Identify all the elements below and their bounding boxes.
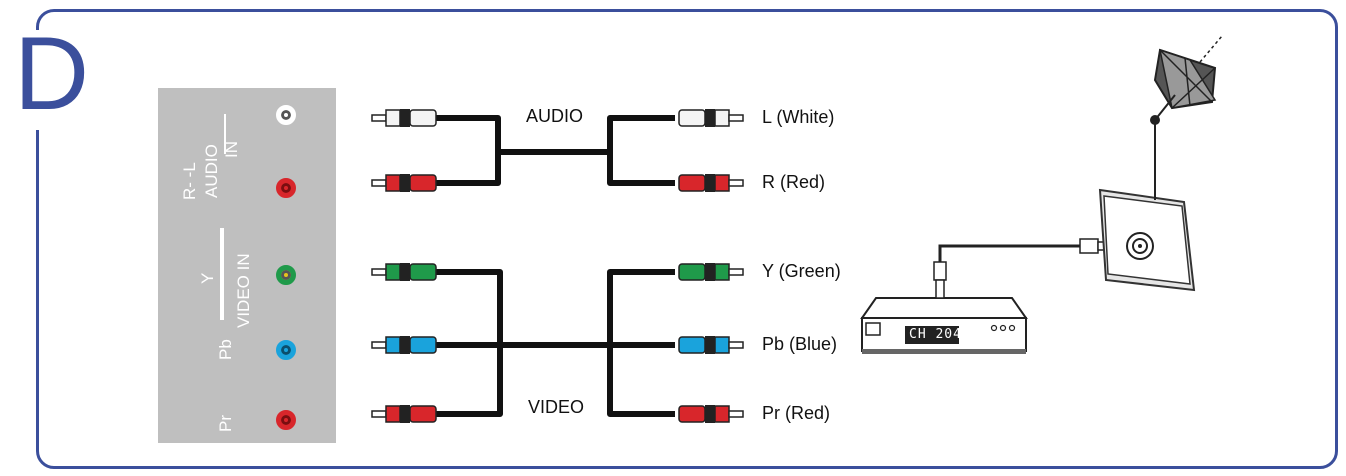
coax-plug-wall xyxy=(1079,238,1099,254)
audio-l-plug-left xyxy=(371,108,437,128)
section-letter: D xyxy=(14,16,90,132)
audio-cable-left xyxy=(436,115,501,186)
pr-red-label: Pr (Red) xyxy=(762,403,831,423)
pr-jack[interactable] xyxy=(276,410,296,430)
pb-jack[interactable] xyxy=(276,340,296,360)
audio-cable-right xyxy=(607,115,675,186)
audio-r-plug-right xyxy=(678,173,744,193)
audio-r-jack[interactable] xyxy=(276,178,296,198)
letter-mask xyxy=(10,30,72,130)
audio-l-jack[interactable] xyxy=(276,105,296,125)
coax-plug-stb xyxy=(933,261,947,281)
video-pb-plug-right xyxy=(678,335,744,355)
coax-cable xyxy=(938,244,1080,262)
video-pr-plug-left xyxy=(371,404,437,424)
disc-slot-icon xyxy=(865,322,881,336)
diagram-frame xyxy=(36,9,1338,469)
r-red-label: R (Red) xyxy=(762,172,826,192)
audio-divider xyxy=(224,114,226,154)
video-pr-plug-right xyxy=(678,404,744,424)
set-top-box xyxy=(860,297,1028,354)
audio-r-plug-left xyxy=(371,173,437,193)
settop-channel-text: CH 204 xyxy=(909,327,962,342)
audio-label: AUDIO xyxy=(526,106,584,126)
satellite-dish-icon xyxy=(1153,35,1223,121)
tv-input-panel: AUDIO IN R- -L Y VIDEO IN Pb Pr xyxy=(158,88,336,443)
video-y-plug-right xyxy=(678,262,744,282)
pb-blue-label: Pb (Blue) xyxy=(762,334,838,354)
audio-l-plug-right xyxy=(678,108,744,128)
l-white-label: L (White) xyxy=(762,107,835,127)
video-pb-plug-left xyxy=(371,335,437,355)
channel-display xyxy=(905,326,959,344)
y-green-label: Y (Green) xyxy=(762,261,841,281)
video-divider xyxy=(220,228,224,320)
video-y-jack[interactable] xyxy=(276,265,296,285)
wall-antenna-outlet xyxy=(1098,188,1196,292)
video-y-plug-left xyxy=(371,262,437,282)
video-label: VIDEO xyxy=(528,397,585,417)
